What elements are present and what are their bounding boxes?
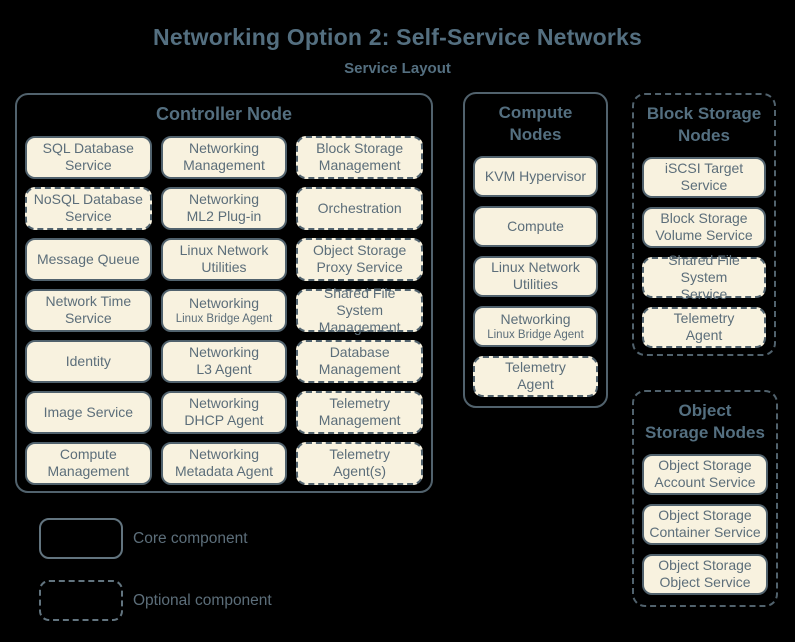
service-networking-management: Networking Management	[160, 135, 288, 179]
controller-node-container: Controller Node SQL Database Service Net…	[15, 93, 433, 493]
service-block-storage-volume: Block Storage Volume Service	[642, 206, 766, 248]
service-object-storage-object: Object Storage Object Service	[642, 553, 768, 595]
service-nosql-database: NoSQL Database Service	[25, 186, 152, 230]
service-networking-ml2-plugin: Networking ML2 Plug-in	[160, 186, 288, 230]
compute-nodes-title: Compute Nodes	[498, 103, 573, 145]
controller-services-grid: SQL Database Service Networking Manageme…	[17, 135, 431, 485]
service-shared-file-system: Shared File System Service	[642, 252, 766, 302]
compute-nodes-container: Compute Nodes KVM Hypervisor Compute Lin…	[463, 92, 608, 408]
legend-core-swatch	[39, 518, 123, 559]
service-networking-metadata-agent: Networking Metadata Agent	[160, 441, 288, 485]
object-storage-nodes-title: Object Storage Nodes	[645, 401, 765, 443]
service-telemetry-agents: Telemetry Agent(s)	[296, 441, 423, 485]
block-storage-nodes-container: Block Storage Nodes iSCSI Target Service…	[632, 93, 776, 356]
service-kvm-hypervisor: KVM Hypervisor	[473, 155, 598, 197]
legend-optional-component: Optional component	[39, 580, 272, 621]
legend-optional-label: Optional component	[133, 591, 272, 609]
service-object-storage-account: Object Storage Account Service	[642, 453, 768, 495]
service-networking-l3-agent: Networking L3 Agent	[160, 339, 288, 383]
service-compute-management: Compute Management	[25, 441, 152, 485]
object-storage-services-list: Object Storage Account Service Object St…	[634, 453, 776, 595]
compute-services-list: KVM Hypervisor Compute Linux Network Uti…	[465, 155, 606, 397]
page-subtitle: Service Layout	[344, 60, 451, 77]
service-telemetry-management: Telemetry Management	[296, 390, 423, 434]
block-storage-nodes-title: Block Storage Nodes	[646, 104, 762, 146]
service-network-time: Network Time Service	[25, 288, 152, 332]
service-image: Image Service	[25, 390, 152, 434]
service-telemetry-agent-compute: Telemetry Agent	[473, 355, 598, 397]
service-telemetry-agent-block: Telemetry Agent	[642, 306, 766, 348]
service-identity: Identity	[25, 339, 152, 383]
service-database-management: Database Management	[296, 339, 423, 383]
service-shared-file-system-management: Shared File System Management	[296, 285, 423, 335]
legend-core-component: Core component	[39, 518, 248, 559]
service-iscsi-target: iSCSI Target Service	[642, 156, 766, 198]
service-object-storage-proxy: Object Storage Proxy Service	[296, 237, 423, 281]
legend-optional-swatch	[39, 580, 123, 621]
service-compute: Compute	[473, 205, 598, 247]
service-message-queue: Message Queue	[25, 237, 152, 281]
service-networking-dhcp-agent: Networking DHCP Agent	[160, 390, 288, 434]
object-storage-nodes-container: Object Storage Nodes Object Storage Acco…	[632, 390, 778, 607]
service-linux-network-utilities: Linux Network Utilities	[160, 237, 288, 281]
service-orchestration: Orchestration	[296, 186, 423, 230]
page-title: Networking Option 2: Self-Service Networ…	[153, 24, 642, 50]
service-linux-network-utilities-compute: Linux Network Utilities	[473, 255, 598, 297]
service-object-storage-container: Object Storage Container Service	[642, 503, 768, 545]
service-block-storage-management: Block Storage Management	[296, 135, 423, 179]
service-sql-database: SQL Database Service	[25, 135, 152, 179]
legend-core-label: Core component	[133, 529, 248, 547]
block-storage-services-list: iSCSI Target Service Block Storage Volum…	[634, 156, 774, 348]
controller-node-title: Controller Node	[155, 104, 292, 124]
